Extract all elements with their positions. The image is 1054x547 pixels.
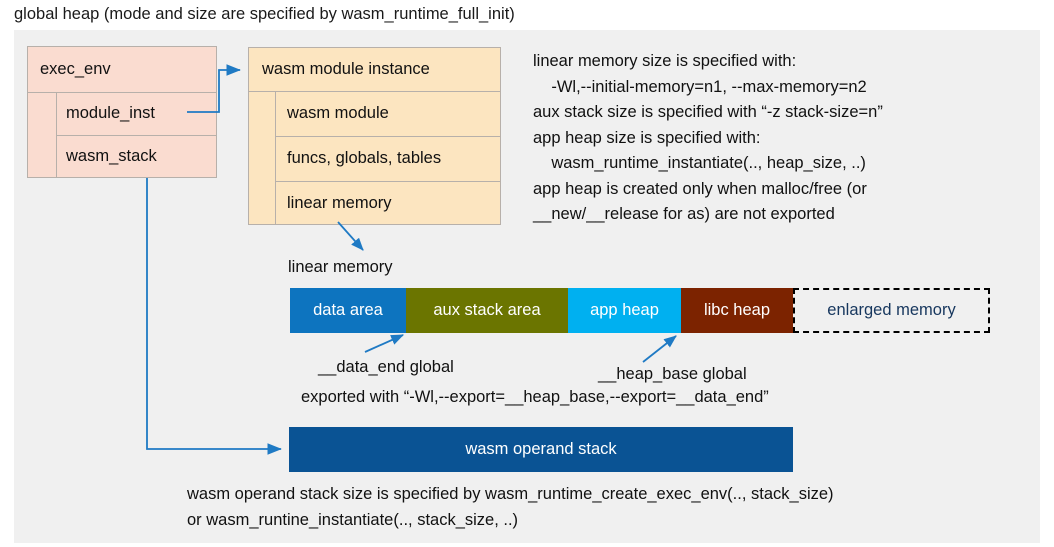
module-instance-row-funcs-globals-tables: funcs, globals, tables bbox=[275, 136, 500, 182]
exec-env-gutter bbox=[28, 92, 57, 177]
memory-segment-app-heap: app heap bbox=[568, 288, 681, 333]
operand-stack-note: wasm operand stack size is specified by … bbox=[187, 485, 834, 529]
wasm-operand-stack-bar: wasm operand stack bbox=[289, 427, 793, 472]
annotation-data-end: __data_end global bbox=[318, 358, 454, 376]
page-title: global heap (mode and size are specified… bbox=[14, 5, 515, 23]
module-instance-row-linear-memory: linear memory bbox=[287, 194, 392, 212]
linear-memory-note: linear memory size is specified with: -W… bbox=[533, 52, 883, 223]
annotation-heap-base: __heap_base global bbox=[598, 365, 747, 383]
exec-env-header: exec_env bbox=[28, 47, 216, 93]
module-instance-header: wasm module instance bbox=[249, 48, 500, 92]
module-instance-row-wasm-module: wasm module bbox=[275, 91, 500, 137]
module-instance-gutter bbox=[249, 91, 276, 224]
exec-env-box: exec_env module_inst wasm_stack bbox=[27, 46, 217, 178]
linear-memory-label: linear memory bbox=[288, 258, 393, 276]
exec-env-row-wasm-stack: wasm_stack bbox=[66, 147, 157, 165]
annotation-exported: exported with “-Wl,--export=__heap_base,… bbox=[301, 388, 769, 406]
memory-segment-enlarged-memory: enlarged memory bbox=[793, 288, 990, 333]
memory-segment-data-area: data area bbox=[290, 288, 406, 333]
memory-segment-aux-stack-area: aux stack area bbox=[406, 288, 568, 333]
exec-env-row-module-inst: module_inst bbox=[56, 92, 216, 136]
wasm-module-instance-box: wasm module instance wasm module funcs, … bbox=[248, 47, 501, 225]
memory-segment-libc-heap: libc heap bbox=[681, 288, 793, 333]
